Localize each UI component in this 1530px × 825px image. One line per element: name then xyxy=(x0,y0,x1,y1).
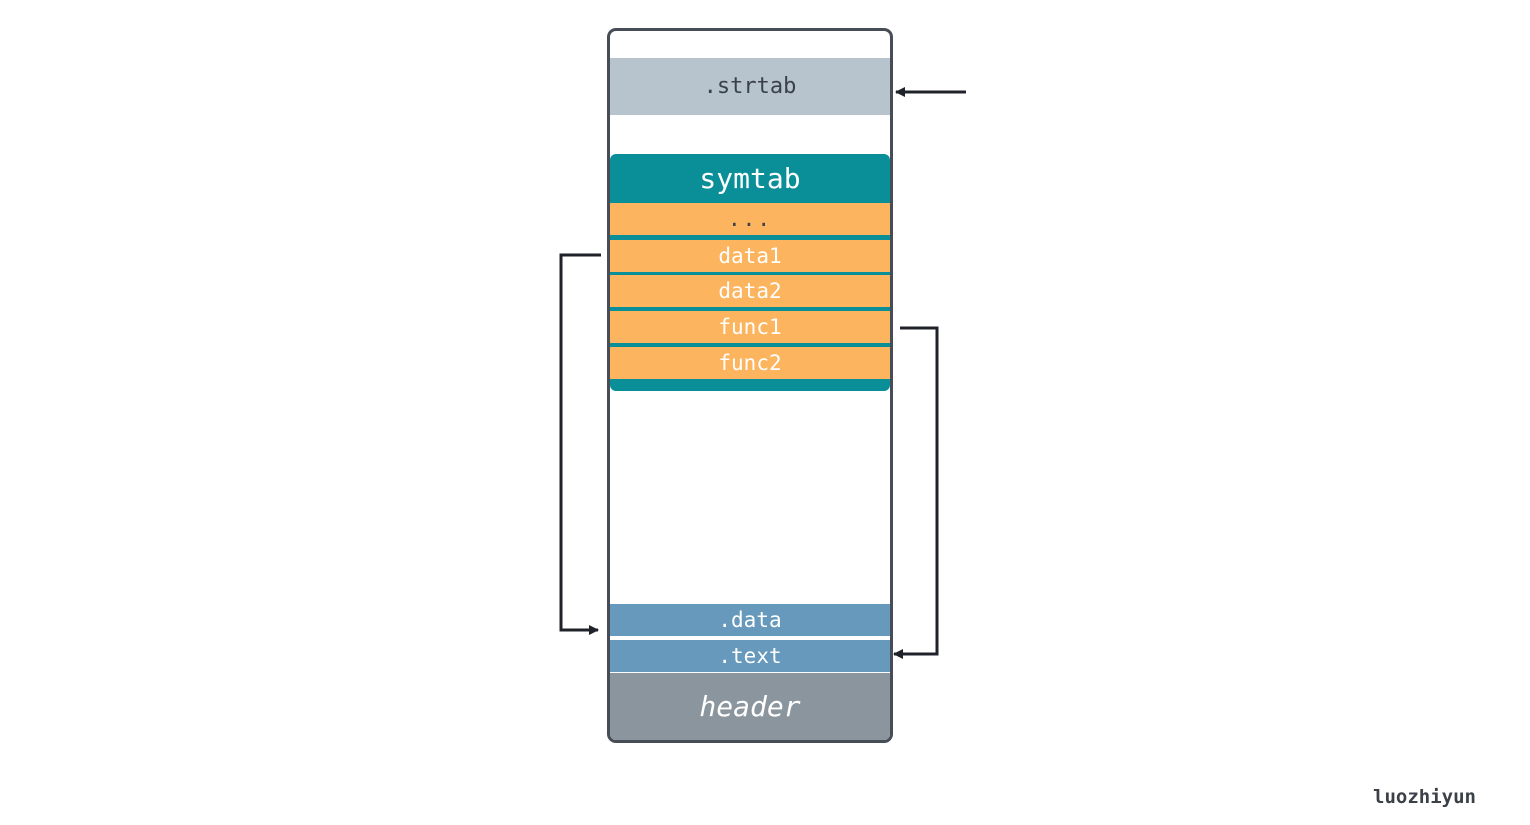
author-credit: luozhiyun xyxy=(1373,786,1476,808)
data1-to-data-arrow xyxy=(559,253,601,635)
header-label: header xyxy=(699,690,801,723)
symtab-entry-func2: func2 xyxy=(610,347,890,379)
data-section-label: .data xyxy=(718,608,782,632)
symtab-entry-func1: func1 xyxy=(610,311,890,343)
text-section-label: .text xyxy=(718,644,782,668)
symtab-section: symtab ... data1 data2 func1 func2 xyxy=(610,154,890,391)
text-section: .text xyxy=(610,640,890,672)
strtab-label: .strtab xyxy=(703,74,797,99)
symtab-entry-ellipsis: ... xyxy=(610,203,890,235)
data-section: .data xyxy=(610,604,890,636)
symtab-entry-data1: data1 xyxy=(610,240,890,272)
header-section: header xyxy=(610,673,890,740)
strtab-section: .strtab xyxy=(610,58,890,115)
symtab-entry-data2: data2 xyxy=(610,275,890,307)
func1-to-text-arrow xyxy=(893,326,939,659)
elf-file-frame: .strtab symtab ... data1 data2 func1 fun… xyxy=(607,28,893,743)
symtab-title: symtab xyxy=(699,162,801,195)
